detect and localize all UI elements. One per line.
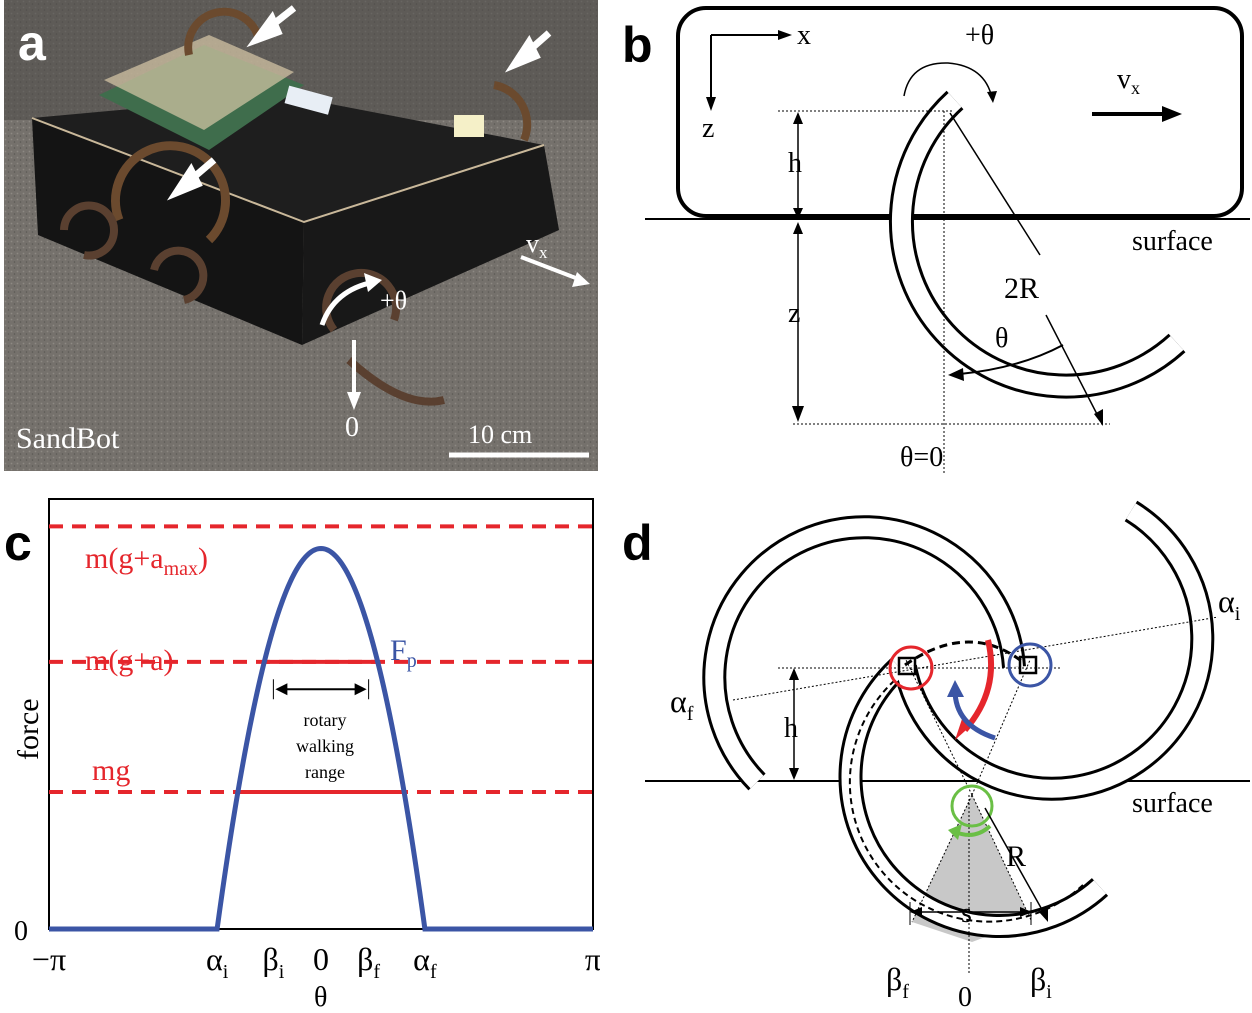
- b-surface-label: surface: [1132, 226, 1213, 257]
- leg-left: [705, 518, 1023, 789]
- y-axis-label: force: [12, 698, 45, 760]
- x-tick-label-4: βf: [357, 941, 380, 983]
- sandbot-photo-drawing: +θ 0 vx 10 cm SandBot a: [4, 0, 598, 471]
- b-h-label: h: [788, 148, 802, 179]
- robot-side: [32, 118, 304, 345]
- robot-body-box: [676, 6, 1244, 218]
- x-tick-label-1: αi: [206, 941, 229, 983]
- panel-c-letter: c: [4, 515, 32, 571]
- z-axis-label: z: [702, 113, 714, 144]
- hline-low-label: mg: [92, 754, 130, 787]
- d-surface-label: surface: [1132, 788, 1213, 819]
- x-axis-label: x: [797, 20, 811, 51]
- range-label-line-2: walking: [296, 736, 354, 756]
- alpha-f-label: αf: [670, 683, 694, 725]
- robot-front: [302, 145, 559, 345]
- velocity-arrow-icon: [572, 272, 590, 287]
- range-label-line-3: range: [305, 762, 345, 782]
- blue-joint-circle: [1007, 642, 1053, 688]
- photo-velocity-label: vx: [526, 229, 548, 262]
- x-axis-label: θ: [314, 982, 327, 1013]
- green-joint-circle: [950, 784, 994, 828]
- robot-name-label: SandBot: [16, 422, 120, 455]
- b-velocity-label: vx: [1117, 64, 1140, 98]
- d-zero-label: 0: [958, 982, 972, 1013]
- chart-frame: [48, 498, 594, 930]
- curve-label: Fp: [390, 634, 417, 672]
- red-joint-circle: [888, 645, 934, 691]
- hline-mid-label: m(g+a): [85, 644, 174, 677]
- s-label: s: [961, 898, 972, 929]
- range-arrow-left-icon: [275, 683, 288, 696]
- panel-b-letter: b: [622, 17, 653, 73]
- x-tick-label-5: αf: [413, 941, 437, 983]
- x-tick-label-6: π: [585, 941, 600, 977]
- panel-a-letter: a: [18, 15, 47, 71]
- panel-d-letter: d: [622, 515, 653, 571]
- wheel-arrow-icons: [166, 5, 552, 201]
- range-label-line-1: rotary: [304, 710, 347, 730]
- rotation-arc-icon: [903, 62, 993, 99]
- scale-label: 10 cm: [468, 420, 532, 449]
- sandbot-photo: +θ 0 vx 10 cm SandBot a: [4, 0, 598, 471]
- leg-bottom: [841, 660, 1107, 935]
- photo-theta-label: +θ: [380, 286, 407, 315]
- b-velocity-arrow-icon: [1162, 106, 1182, 122]
- panel-b-diagram: b x z +θ vx h z 2R θ surface θ=0: [622, 6, 1250, 475]
- x-tick-label-3: 0: [313, 941, 329, 977]
- b-z-label: z: [788, 298, 800, 329]
- b-angle-label: θ: [995, 323, 1008, 354]
- force-curve: [49, 545, 593, 932]
- red-rotation-arrow-icon: [962, 639, 995, 732]
- d-h-label: h: [784, 713, 798, 744]
- beta-i-label: βi: [1030, 961, 1052, 1003]
- robot-top: [32, 95, 544, 222]
- range-arrow-right-icon: [354, 683, 367, 696]
- down-arrow-icon: [347, 392, 361, 410]
- y-zero-label: 0: [14, 916, 28, 947]
- photo-zero-label: 0: [345, 412, 359, 443]
- b-theta-label: +θ: [965, 20, 994, 51]
- radius-label: 2R: [1004, 272, 1039, 305]
- panel-d-diagram: d h R s: [622, 500, 1250, 1013]
- c-leg: [891, 92, 1184, 396]
- beta-f-label: βf: [886, 961, 909, 1003]
- theta-zero-label: θ=0: [900, 442, 943, 473]
- x-tick-label-0: −π: [32, 941, 66, 977]
- d-radius-label: R: [1006, 840, 1026, 873]
- alpha-i-label: αi: [1218, 583, 1241, 625]
- x-tick-label-2: βi: [262, 941, 284, 983]
- hline-max-label: m(g+amax): [85, 542, 208, 580]
